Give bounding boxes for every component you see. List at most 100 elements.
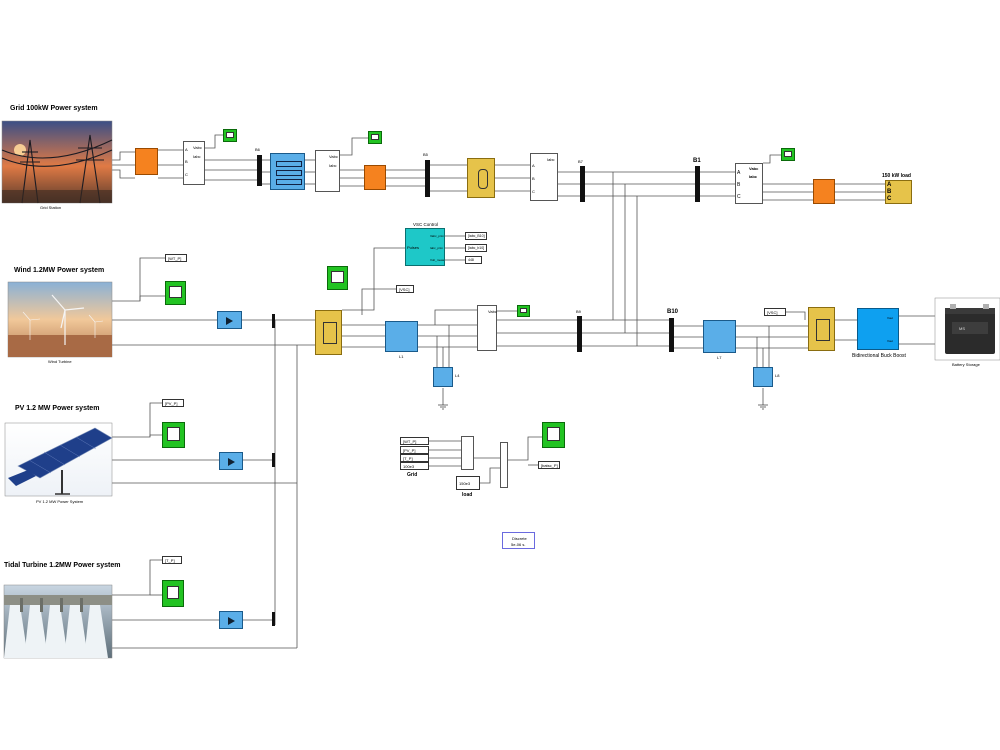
meas2-iabc-label: Iabc xyxy=(329,163,337,168)
label-bus-b7: B7 xyxy=(578,159,583,164)
const-vdc-ref[interactable]: 448 xyxy=(465,256,482,264)
caption-pv-system: PV 1.2 MW Power System xyxy=(36,499,84,504)
wind-rectifier-block[interactable] xyxy=(217,311,242,329)
bus-b1 xyxy=(695,166,700,202)
wires xyxy=(112,134,935,649)
const-load-power[interactable]: 150e3 xyxy=(456,476,480,490)
from-t-p[interactable]: [T_P] xyxy=(400,454,429,462)
title-150kw-load: 150 kW load xyxy=(882,173,911,179)
bus-wind-dc xyxy=(272,314,275,328)
bb-port-bottom: Vout xyxy=(887,339,894,343)
inductor-l7-block[interactable] xyxy=(703,320,736,353)
label-bus-b10: B10 xyxy=(667,309,679,315)
tag-labc-b10-lower[interactable]: [labc_b10] xyxy=(465,244,487,252)
caption-load-const: load xyxy=(462,492,473,498)
goto-vsc[interactable]: [VSC] xyxy=(396,285,414,293)
tidal-dam-image xyxy=(3,584,113,659)
label-l7: L7 xyxy=(717,355,722,360)
meas3-b-label: B xyxy=(532,176,535,181)
label-l8: L8 xyxy=(775,373,780,378)
buck-boost-converter-block[interactable]: Vout Vout xyxy=(857,308,899,350)
powergui-block[interactable]: Discrete 5e-06 s. xyxy=(502,532,535,549)
grid-measurement-block[interactable]: Vabc Iabc A B C xyxy=(183,141,205,185)
b7-measurement-block[interactable]: Iabc A B C xyxy=(530,153,558,201)
load-a-port: A xyxy=(887,182,892,188)
powergui-mode: Discrete xyxy=(512,536,527,541)
from-vsc[interactable]: [VSC] xyxy=(764,308,786,316)
capacitor-l4-block[interactable] xyxy=(433,367,453,387)
vsc-vdc-port: Vdc_meas xyxy=(430,258,445,262)
from-wt-p[interactable]: [WT_P] xyxy=(400,437,429,445)
grid-transformer-block[interactable] xyxy=(467,158,495,198)
vsc-pulses-port: Pulses xyxy=(407,245,420,250)
scope-load[interactable] xyxy=(781,148,795,161)
meas5-vabc-label: Vabc xyxy=(488,309,497,314)
bus-b6 xyxy=(257,155,262,186)
meas4-vabc-label: Vabc xyxy=(749,166,759,171)
meas1-vabc-label: Vabc xyxy=(193,145,202,150)
load-breaker-block[interactable] xyxy=(813,179,835,204)
scope-grid[interactable] xyxy=(223,129,237,142)
goto-pv-p[interactable]: [PV_P] xyxy=(162,399,184,407)
meas3-c-label: C xyxy=(532,189,535,194)
caption-grid-station: Grid Station xyxy=(40,205,62,210)
vsc-measurement-block[interactable]: Vabc xyxy=(477,305,497,351)
sum-sources-block[interactable] xyxy=(461,436,474,470)
goto-batsc-p[interactable]: [batsc_P] xyxy=(538,461,560,469)
load-150kw-block[interactable]: A B C xyxy=(885,180,912,204)
scope-pv[interactable] xyxy=(162,422,185,448)
grid-station-image xyxy=(1,120,113,204)
bb-port-top: Vout xyxy=(887,316,894,320)
meas4-b-label: B xyxy=(737,182,741,188)
title-tidal-system: Tidal Turbine 1.2MW Power system xyxy=(4,562,121,569)
title-wind-system: Wind 1.2MW Power system xyxy=(14,267,105,274)
meas3-a-label: A xyxy=(532,163,535,168)
label-bus-b9: B9 xyxy=(576,309,581,314)
meas1-a-label: A xyxy=(185,147,188,152)
vsc-control-block[interactable]: Pulses Vabc_prim Iabc_prim Vdc_meas xyxy=(405,228,445,266)
label-bus-b1: B1 xyxy=(693,158,701,164)
powergui-step: 5e-06 s. xyxy=(511,542,526,547)
bus-b10 xyxy=(669,318,674,352)
wind-inverter-block[interactable] xyxy=(315,310,342,355)
inductor-l1-block[interactable] xyxy=(385,321,418,352)
meas1-iabc-label: Iabc xyxy=(193,154,201,159)
load-c-port: C xyxy=(887,196,892,202)
grid-source-block[interactable] xyxy=(135,148,158,175)
goto-wt-p[interactable]: [WT_P] xyxy=(165,254,187,262)
scope-tidal[interactable] xyxy=(162,580,184,607)
meas4-a-label: A xyxy=(737,170,741,176)
battery-inverter-block[interactable] xyxy=(808,307,835,351)
meas4-iabc-label: Iabc xyxy=(749,174,758,179)
transmission-line-block[interactable] xyxy=(270,153,305,190)
pv-rectifier-block[interactable] xyxy=(219,452,243,470)
load-measurement-block[interactable]: Vabc Iabc A B C xyxy=(735,163,763,204)
meas3-iabc-label: Iabc xyxy=(547,157,555,162)
scope-vsc[interactable] xyxy=(517,305,530,317)
capacitor-l8-block[interactable] xyxy=(753,367,773,387)
scope-vsc-control[interactable] xyxy=(327,266,348,290)
scope-line[interactable] xyxy=(368,131,382,144)
title-pv-system: PV 1.2 MW Power system xyxy=(15,405,100,412)
caption-battery: Battery Storage xyxy=(952,362,980,367)
grid-breaker-block[interactable] xyxy=(364,165,386,190)
load-b-port: B xyxy=(887,189,892,195)
from-pv-p[interactable]: [PV_P] xyxy=(400,446,429,454)
sum-balance-block[interactable] xyxy=(500,442,508,488)
scope-power-balance[interactable] xyxy=(542,422,565,448)
line-measurement-block[interactable]: Vabc Iabc xyxy=(315,150,340,192)
scope-wind[interactable] xyxy=(165,281,186,305)
caption-buck-boost: Bidirectional Buck Boost xyxy=(852,353,906,359)
goto-t-p[interactable]: [T_P] xyxy=(162,556,182,564)
tag-labc-b10-upper[interactable]: [labc_B10] xyxy=(465,232,487,240)
pv-array-image xyxy=(4,422,113,497)
const-grid-power[interactable]: 100e3 xyxy=(400,462,429,470)
bus-pv-dc xyxy=(272,453,275,467)
bus-b5 xyxy=(425,160,430,197)
tidal-rectifier-block[interactable] xyxy=(219,611,243,629)
label-bus-b6: B6 xyxy=(255,147,260,152)
label-l1: L1 xyxy=(399,354,404,359)
meas2-vabc-label: Vabc xyxy=(329,154,338,159)
ground-symbols xyxy=(438,404,768,410)
